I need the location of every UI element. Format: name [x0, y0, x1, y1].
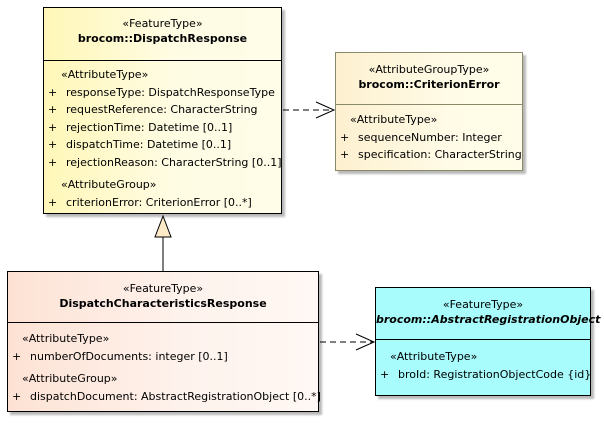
attribute-stereotype: «AttributeType»	[350, 113, 438, 126]
generalization-arrowhead	[154, 214, 172, 238]
class-name: brocom::CriterionError	[358, 78, 500, 91]
attribute-text: numberOfDocuments: integer [0..1]	[30, 349, 228, 363]
stereotype-label: «AttributeGroupType»	[368, 63, 490, 76]
visibility-marker: +	[48, 85, 58, 99]
attribute-group-text: dispatchDocument: AbstractRegistrationOb…	[30, 389, 321, 403]
attribute-compartment: «AttributeType» + sequenceNumber: Integer…	[336, 111, 522, 164]
attribute-row[interactable]: + broId: RegistrationObjectCode {id}	[376, 366, 592, 384]
attribute-stereotype: «AttributeType»	[390, 350, 478, 363]
attribute-text: requestReference: CharacterString	[66, 103, 258, 116]
dependency-arrowhead-criterion-error	[315, 101, 336, 119]
attribute-group-compartment: «AttributeGroup» + dispatchDocument: Abst…	[8, 370, 321, 406]
attribute-row[interactable]: + requestReference: CharacterString	[44, 101, 281, 119]
class-dispatch-characteristics-response[interactable]: «FeatureType» DispatchCharacteristicsRes…	[7, 271, 321, 412]
visibility-marker: +	[12, 389, 22, 403]
attribute-row[interactable]: + responseType: DispatchResponseType	[44, 84, 281, 102]
visibility-marker: +	[340, 148, 350, 161]
compartment-divider	[376, 339, 590, 340]
compartment-divider	[336, 104, 522, 105]
stereotype-label: «FeatureType»	[122, 282, 204, 295]
class-name: brocom::DispatchResponse	[77, 32, 248, 45]
dependency-arrowhead-registration-object	[355, 333, 376, 351]
attribute-text: rejectionTime: Datetime [0..1]	[66, 120, 233, 134]
attribute-group-row[interactable]: + dispatchDocument: AbstractRegistrationO…	[8, 388, 321, 406]
attribute-text: broId: RegistrationObjectCode {id}	[398, 367, 592, 381]
compartment-divider	[8, 322, 318, 323]
attribute-stereotype: «AttributeType»	[22, 332, 110, 345]
attribute-stereotype: «AttributeType»	[61, 68, 149, 81]
attribute-text: responseType: DispatchResponseType	[66, 85, 275, 99]
class-header: «FeatureType» DispatchCharacteristicsRes…	[8, 281, 318, 311]
attribute-row[interactable]: + rejectionTime: Datetime [0..1]	[44, 119, 281, 137]
attribute-row[interactable]: + sequenceNumber: Integer	[336, 129, 522, 147]
visibility-marker: +	[48, 103, 58, 116]
visibility-marker: +	[380, 367, 390, 381]
attribute-compartment: «AttributeType» + broId: RegistrationObje…	[376, 348, 592, 384]
visibility-marker: +	[340, 130, 350, 144]
attribute-group-stereotype: «AttributeGroup»	[61, 178, 157, 191]
attribute-compartment: «AttributeType» + responseType: DispatchR…	[44, 66, 282, 172]
attribute-group-text: criterionError: CriterionError [0..*]	[66, 195, 252, 209]
attribute-text: sequenceNumber: Integer	[358, 130, 502, 144]
visibility-marker: +	[48, 120, 58, 134]
class-header: «FeatureType» brocom::DispatchResponse	[44, 16, 281, 46]
attribute-row[interactable]: + numberOfDocuments: integer [0..1]	[8, 348, 318, 366]
visibility-marker: +	[48, 155, 58, 169]
visibility-marker: +	[12, 349, 22, 363]
class-header: «AttributeGroupType» brocom::CriterionEr…	[336, 62, 522, 92]
compartment-divider	[44, 60, 281, 61]
class-name: DispatchCharacteristicsResponse	[59, 297, 267, 310]
attribute-compartment: «AttributeType» + numberOfDocuments: inte…	[8, 330, 318, 365]
attribute-row[interactable]: + rejectionReason: CharacterString [0..1]	[44, 154, 282, 172]
attribute-text: specification: CharacterString	[358, 148, 522, 161]
attribute-row[interactable]: + dispatchTime: Datetime [0..1]	[44, 136, 281, 154]
stereotype-label: «FeatureType»	[442, 298, 524, 311]
class-dispatch-response[interactable]: «FeatureType» brocom::DispatchResponse «…	[43, 7, 282, 214]
visibility-marker: +	[48, 195, 58, 209]
attribute-group-stereotype: «AttributeGroup»	[22, 372, 118, 385]
class-criterion-error[interactable]: «AttributeGroupType» brocom::CriterionEr…	[335, 52, 523, 171]
attribute-group-row[interactable]: + criterionError: CriterionError [0..*]	[44, 194, 281, 212]
attribute-text: dispatchTime: Datetime [0..1]	[66, 138, 232, 151]
attribute-text: rejectionReason: CharacterString [0..1]	[66, 155, 282, 169]
class-abstract-registration-object[interactable]: «FeatureType» brocom::AbstractRegistrati…	[375, 287, 601, 396]
attribute-group-compartment: «AttributeGroup» + criterionError: Criter…	[44, 176, 281, 211]
class-header: «FeatureType» brocom::AbstractRegistrati…	[376, 297, 601, 327]
visibility-marker: +	[48, 138, 58, 151]
stereotype-label: «FeatureType»	[122, 17, 203, 30]
attribute-row[interactable]: + specification: CharacterString	[336, 146, 522, 164]
class-name: brocom::AbstractRegistrationObject	[376, 313, 601, 326]
